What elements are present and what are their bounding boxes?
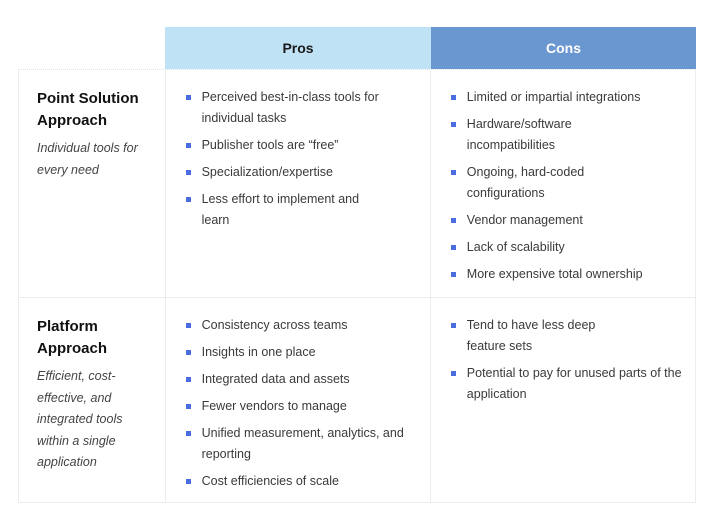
- bullet-icon: [450, 170, 456, 175]
- header-cons: Cons: [431, 27, 696, 69]
- row-subtitle: Individual tools for every need: [37, 141, 138, 177]
- table-row-platform: Platform Approach Efficient, cost-effect…: [18, 298, 696, 503]
- bullet-icon: [185, 323, 191, 328]
- item-text: Tend to have less deep feature sets: [466, 318, 596, 353]
- list-item: Less effort to implement and learn: [185, 189, 367, 231]
- cons-cell: Tend to have less deep feature sets Pote…: [431, 298, 695, 502]
- list-item: Vendor management: [450, 210, 685, 231]
- item-text: Potential to pay for unused parts of the…: [466, 366, 682, 401]
- bullet-icon: [185, 350, 191, 355]
- item-text: More expensive total ownership: [466, 267, 643, 281]
- item-text: Fewer vendors to manage: [201, 399, 347, 413]
- row-label: Point Solution Approach Individual tools…: [19, 70, 166, 297]
- bullet-icon: [185, 404, 191, 409]
- pros-list: Perceived best-in-class tools for indivi…: [185, 87, 420, 231]
- list-item: Ongoing, hard-coded configurations: [450, 162, 617, 204]
- item-text: Specialization/expertise: [201, 165, 333, 179]
- list-item: Unified measurement, analytics, and repo…: [185, 423, 412, 465]
- comparison-table: Pros Cons Point Solution Approach Indivi…: [18, 27, 696, 503]
- header-pros: Pros: [165, 27, 431, 69]
- bullet-icon: [450, 323, 456, 328]
- bullet-icon: [185, 197, 191, 202]
- bullet-icon: [450, 218, 456, 223]
- list-item: Consistency across teams: [185, 315, 420, 336]
- row-title: Platform Approach: [37, 318, 108, 357]
- cons-cell: Limited or impartial integrations Hardwa…: [431, 70, 695, 297]
- item-text: Vendor management: [466, 213, 583, 227]
- pros-cell: Perceived best-in-class tools for indivi…: [166, 70, 431, 297]
- item-text: Less effort to implement and learn: [201, 192, 360, 227]
- table-header: Pros Cons: [18, 27, 696, 69]
- header-blank-cell: [18, 27, 165, 69]
- pros-list: Consistency across teams Insights in one…: [185, 315, 420, 492]
- bullet-icon: [450, 272, 456, 277]
- list-item: Fewer vendors to manage: [185, 396, 420, 417]
- row-subtitle: Efficient, cost-effective, and integrate…: [37, 369, 123, 469]
- item-text: Hardware/software incompatibilities: [466, 117, 572, 152]
- item-text: Publisher tools are “free”: [201, 138, 339, 152]
- bullet-icon: [185, 143, 191, 148]
- bullet-icon: [450, 371, 456, 376]
- list-item: Publisher tools are “free”: [185, 135, 420, 156]
- item-text: Insights in one place: [201, 345, 316, 359]
- bullet-icon: [185, 170, 191, 175]
- bullet-icon: [450, 95, 456, 100]
- cons-list: Limited or impartial integrations Hardwa…: [450, 87, 685, 285]
- list-item: Integrated data and assets: [185, 369, 420, 390]
- pros-cell: Consistency across teams Insights in one…: [166, 298, 431, 502]
- item-text: Integrated data and assets: [201, 372, 350, 386]
- bullet-icon: [450, 122, 456, 127]
- item-text: Unified measurement, analytics, and repo…: [201, 426, 404, 461]
- list-item: Specialization/expertise: [185, 162, 420, 183]
- list-item: Hardware/software incompatibilities: [450, 114, 607, 156]
- item-text: Consistency across teams: [201, 318, 348, 332]
- cons-list: Tend to have less deep feature sets Pote…: [450, 315, 685, 405]
- table-row-point-solution: Point Solution Approach Individual tools…: [18, 69, 696, 298]
- list-item: Tend to have less deep feature sets: [450, 315, 627, 357]
- list-item: Perceived best-in-class tools for indivi…: [185, 87, 402, 129]
- item-text: Cost efficiencies of scale: [201, 474, 339, 488]
- item-text: Ongoing, hard-coded configurations: [466, 165, 585, 200]
- item-text: Limited or impartial integrations: [466, 90, 641, 104]
- item-text: Lack of scalability: [466, 240, 565, 254]
- list-item: Limited or impartial integrations: [450, 87, 685, 108]
- list-item: Potential to pay for unused parts of the…: [450, 363, 682, 405]
- item-text: Perceived best-in-class tools for indivi…: [201, 90, 379, 125]
- list-item: Cost efficiencies of scale: [185, 471, 420, 492]
- list-item: Insights in one place: [185, 342, 420, 363]
- list-item: More expensive total ownership: [450, 264, 685, 285]
- list-item: Lack of scalability: [450, 237, 685, 258]
- bullet-icon: [450, 245, 456, 250]
- bullet-icon: [185, 431, 191, 436]
- bullet-icon: [185, 479, 191, 484]
- row-label: Platform Approach Efficient, cost-effect…: [19, 298, 166, 502]
- bullet-icon: [185, 377, 191, 382]
- row-title: Point Solution Approach: [37, 90, 139, 129]
- bullet-icon: [185, 95, 191, 100]
